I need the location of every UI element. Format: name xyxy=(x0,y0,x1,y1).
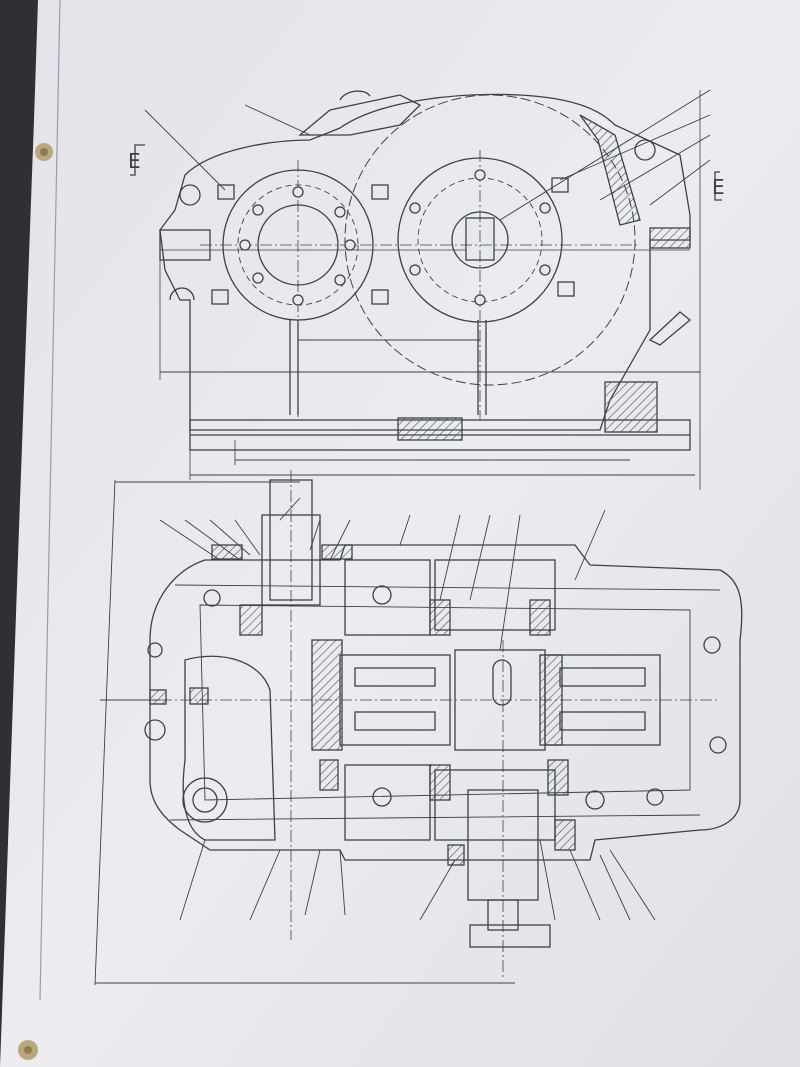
section-mark-left: E xyxy=(128,149,141,173)
section-mark-right-line xyxy=(714,171,722,201)
cover-bolts xyxy=(239,169,551,306)
inspection-cover xyxy=(298,94,422,136)
leader-lines xyxy=(144,89,711,221)
bearings-hatched xyxy=(149,544,576,866)
top-housing-outline xyxy=(149,544,743,861)
binder-pins xyxy=(18,143,53,1060)
left-lug xyxy=(182,655,276,841)
front-elevation-view xyxy=(130,89,722,490)
drawing-border xyxy=(39,0,61,1001)
large-gear-circle xyxy=(344,94,636,386)
section-mark-right: E xyxy=(712,175,725,199)
housing-bolts xyxy=(179,139,656,305)
dipstick xyxy=(648,311,692,346)
section-bolts xyxy=(203,585,727,810)
housing-outline xyxy=(159,93,691,431)
top-section-view xyxy=(94,470,743,986)
section-mark-left-line xyxy=(130,144,145,176)
section-leader-lines xyxy=(100,509,656,921)
output-coupling xyxy=(469,924,551,948)
